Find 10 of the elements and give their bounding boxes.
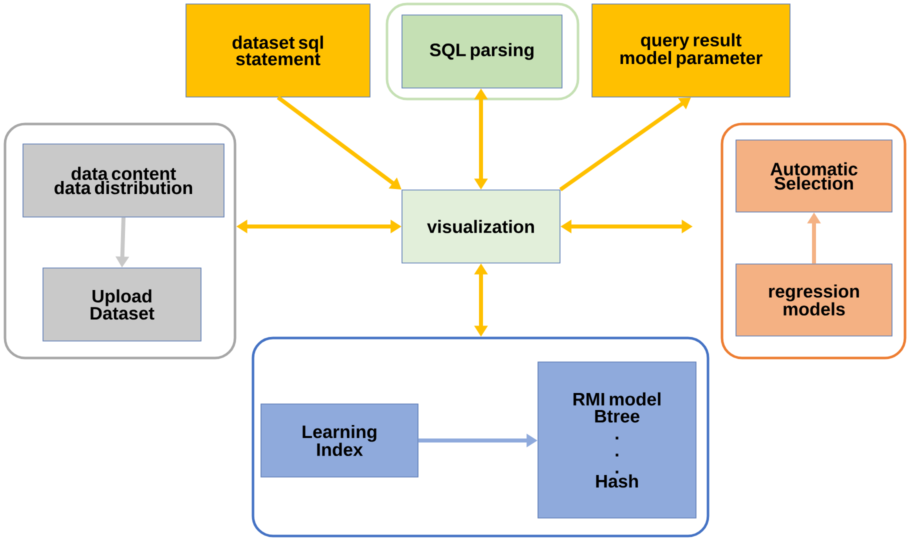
process-box: RMI model Btree . . . Hash — [538, 362, 696, 518]
process-box: data content data distribution — [22, 144, 224, 218]
process-box: query result model parameter — [592, 4, 790, 98]
process-box: Learning Index — [260, 404, 418, 478]
process-box: Automatic Selection — [736, 140, 892, 212]
process-box: regression models — [736, 264, 892, 336]
process-box: dataset sql statement — [186, 4, 370, 98]
process-box: visualization — [402, 190, 560, 264]
process-box: Upload Dataset — [42, 268, 202, 342]
process-box: SQL parsing — [402, 14, 562, 88]
